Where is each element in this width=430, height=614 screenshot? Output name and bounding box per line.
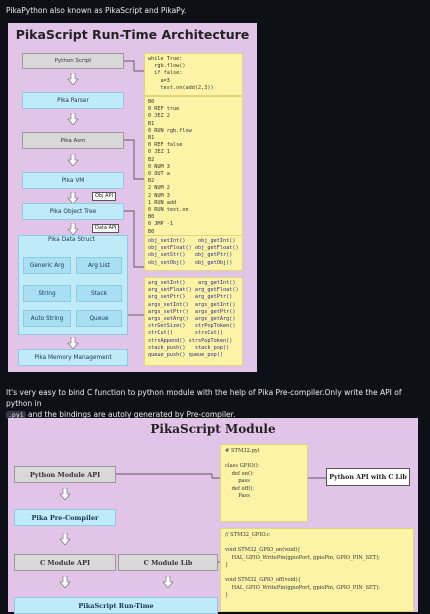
obj-api-note: obj_setInt() obj_getInt() obj_setFloat()… <box>144 235 243 271</box>
down-arrow-icon <box>59 533 71 545</box>
c-module-api-box: C Module API <box>14 554 116 571</box>
obj-api-tag: Obj API <box>92 192 116 201</box>
queue-box: Queue <box>76 310 122 327</box>
down-arrow-icon <box>67 192 79 204</box>
connector-lines <box>124 60 144 316</box>
script-code-note: while True: rgb.flow() if false: a=3 tes… <box>144 53 243 96</box>
pika-data-struct-label: Pika Data Struct <box>48 237 95 243</box>
c-code-note: // STM32_GPIO.c void STM32_GPIO_on(void)… <box>220 528 414 612</box>
down-arrow-icon <box>67 337 79 349</box>
pika-vm-box: Pika VM <box>22 172 124 189</box>
data-api-tag: Data API <box>92 224 120 233</box>
pika-pre-compiler-box: Pika Pre-Compiler <box>14 509 116 526</box>
description-paragraph: It's very easy to bind C function to pyt… <box>6 388 402 419</box>
intro-text: PikaPython also known as PikaScript and … <box>6 6 187 15</box>
diagram-title: PikaScript Module <box>150 422 276 436</box>
pyi-code: .pyi <box>6 411 26 419</box>
down-arrow-icon <box>67 113 79 125</box>
pika-asm-box: Pika Asm <box>22 132 124 149</box>
memory-management-box: Pika Memory Management <box>18 349 128 366</box>
stack-box: Stack <box>76 285 122 302</box>
down-arrow-icon <box>59 488 71 500</box>
connector-lines <box>116 473 326 563</box>
diagram-title: PikaScript Run-Time Architecture <box>15 27 250 42</box>
arg-list-box: Arg List <box>76 257 122 274</box>
python-api-with-c-lib-box: Python API with C Lib <box>326 468 410 486</box>
c-module-lib-box: C Module Lib <box>118 554 218 571</box>
down-arrow-icon <box>59 576 71 588</box>
pyi-code-note: # STM32.pyi class GPIO(): def on(): pass… <box>220 444 308 522</box>
down-arrow-icon <box>67 73 79 85</box>
runtime-architecture-diagram: PikaScript Run-Time Architecture Python … <box>8 23 257 372</box>
pika-parser-box: Pika Parser <box>22 92 124 109</box>
string-box: String <box>23 285 71 302</box>
auto-string-box: Auto String <box>23 310 71 327</box>
down-arrow-icon <box>162 576 174 588</box>
pika-object-tree-box: Pika Object Tree <box>22 203 124 220</box>
python-script-box: Python Script <box>22 53 124 69</box>
asm-code-note: B0 0 REF true 0 JEZ 2 B1 0 RUN rgb.flow … <box>144 96 243 238</box>
down-arrow-icon <box>67 154 79 166</box>
down-arrow-icon <box>67 223 79 235</box>
module-diagram: PikaScript Module Python Module API Pika… <box>8 418 418 614</box>
generic-arg-box: Generic Arg <box>23 257 71 274</box>
data-api-note: arg_setInt() arg_getInt() arg_setFloat()… <box>144 277 243 366</box>
python-module-api-box: Python Module API <box>14 466 116 483</box>
